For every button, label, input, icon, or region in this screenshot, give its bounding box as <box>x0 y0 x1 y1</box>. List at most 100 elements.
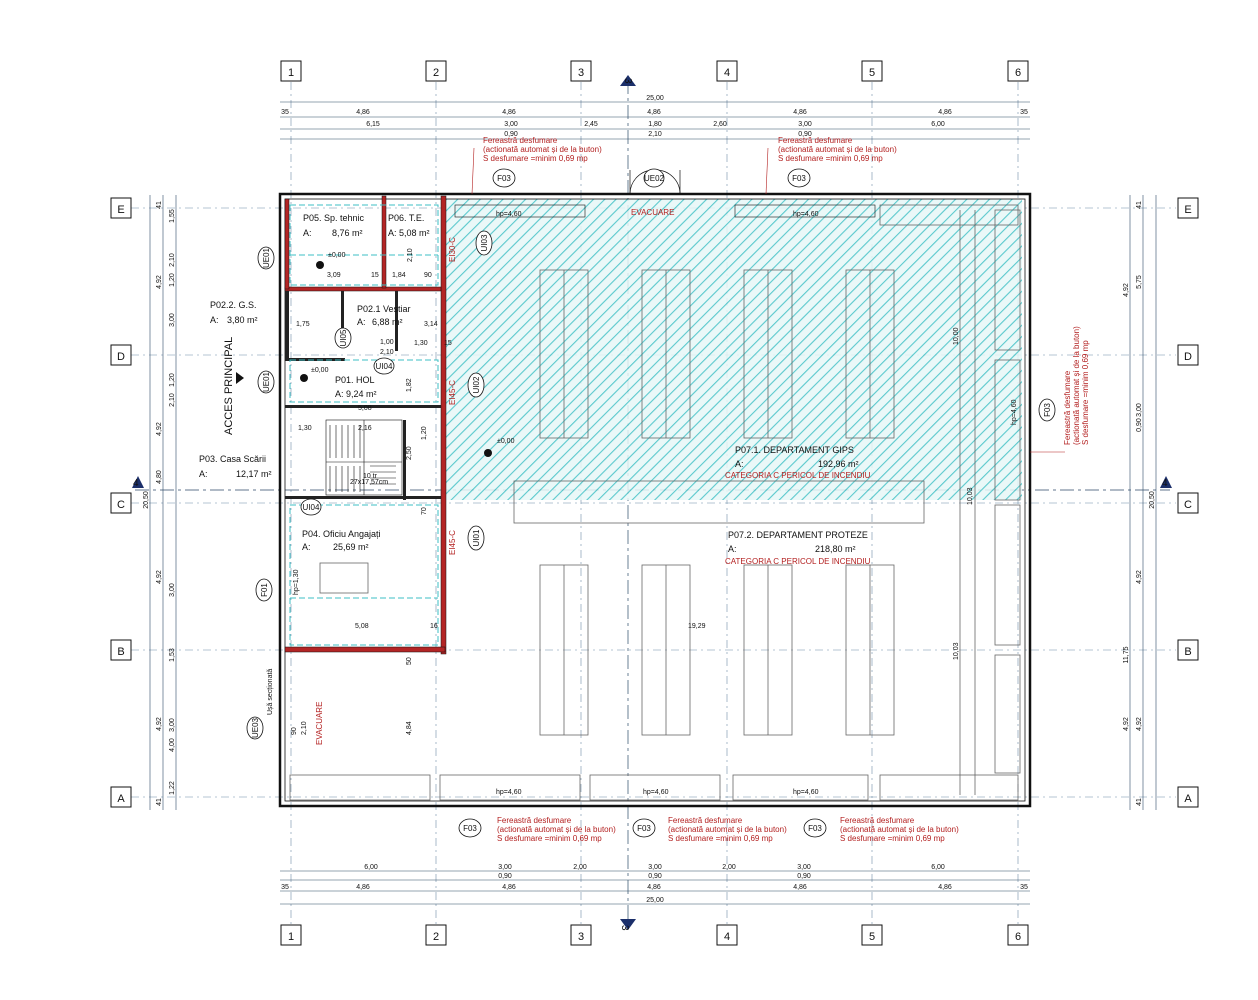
fire-door-ei45: EI45-C <box>448 380 457 405</box>
dim-right: 41 <box>1136 798 1143 806</box>
fire-rated-walls <box>284 195 447 655</box>
section-marker-right: 4 <box>1160 476 1172 489</box>
svg-text:5,08: 5,08 <box>358 405 372 412</box>
svg-text:5,08: 5,08 <box>355 623 369 630</box>
smoke-vent-note-bottom-3: Fereastră desfumare (actionată automat ș… <box>840 816 959 843</box>
dimension-lines-left <box>149 195 177 810</box>
building-outline <box>278 192 1032 808</box>
interior-walls <box>285 291 441 500</box>
dim-top: 2,45 <box>584 121 598 128</box>
svg-text:hp=4,60: hp=4,60 <box>643 789 669 796</box>
svg-text:±0,00: ±0,00 <box>311 367 329 374</box>
smoke-vent-note-bottom-1: Fereastră desfumare (actionată automat ș… <box>497 816 616 843</box>
dim-bottom: 3,00 <box>648 864 662 871</box>
room-p021-area-label: A: <box>357 317 366 327</box>
dim-left: 4,92 <box>156 717 163 731</box>
svg-text:S desfumare =minim 0,69 mp: S desfumare =minim 0,69 mp <box>668 834 773 843</box>
fire-door-ei30: EI30-C <box>448 237 457 262</box>
section-marker-top: 3 <box>620 75 636 86</box>
axis-markers-right <box>1177 197 1199 808</box>
dim-left: 4,92 <box>156 275 163 289</box>
svg-text:4: 4 <box>1162 478 1168 489</box>
dim-top: 2,10 <box>648 131 662 138</box>
axis-label-b-left: B <box>117 646 124 658</box>
room-p022-area: 3,80 m² <box>227 315 258 325</box>
fire-hazard-zone-hatch <box>445 199 1022 500</box>
dim-bottom: 3,00 <box>797 864 811 871</box>
axis-label-5-top: 5 <box>869 67 875 79</box>
axis-label-c-left: C <box>117 499 125 511</box>
room-p04-area: 25,69 m² <box>333 542 369 552</box>
tag-ue03: UE03 <box>251 717 260 738</box>
svg-text:Fereastră desfumare: Fereastră desfumare <box>497 816 572 825</box>
svg-text:(actionată automat și de la bu: (actionată automat și de la buton) <box>668 825 787 834</box>
dim-top: 35 <box>281 109 289 116</box>
axis-label-6-bottom: 6 <box>1015 931 1021 943</box>
svg-text:10,03: 10,03 <box>967 487 974 505</box>
dim-left: 4,80 <box>156 470 163 484</box>
svg-text:1,82: 1,82 <box>406 378 413 392</box>
fire-door-ei45: EI45-C <box>448 530 457 555</box>
dim-right: 11,75 <box>1123 646 1130 663</box>
room-p072-category: CATEGORIA C PERICOL DE INCENDIU <box>725 557 871 566</box>
room-p022-name: P02.2. G.S. <box>210 300 257 310</box>
svg-text:hp=4,60: hp=4,60 <box>793 789 819 796</box>
dim-left: 2,10 <box>169 393 176 407</box>
axis-label-e-right: E <box>1184 204 1191 216</box>
svg-text:S desfumare =minim 0,69 mp: S desfumare =minim 0,69 mp <box>840 834 945 843</box>
stairs <box>325 419 403 496</box>
svg-text:1,75: 1,75 <box>296 321 310 328</box>
dim-left: 2,10 <box>169 253 176 267</box>
dim-right: 3,00 <box>1136 403 1143 417</box>
dim-left: 4,92 <box>156 570 163 584</box>
axis-markers-left <box>110 197 132 808</box>
tag-ui05: UI05 <box>339 329 348 346</box>
svg-text:2,10: 2,10 <box>301 721 308 735</box>
dim-bottom: 0,90 <box>498 873 512 880</box>
room-p06-area: 5,08 m² <box>399 228 430 238</box>
svg-text:10,00: 10,00 <box>953 327 960 345</box>
tag-ue01: UE01 <box>262 247 271 268</box>
axis-label-1-bottom: 1 <box>288 931 294 943</box>
dim-bottom: 4,86 <box>502 884 516 891</box>
axis-markers-bottom <box>280 924 1029 946</box>
tag-bubbles <box>246 168 1056 838</box>
smoke-vent-note-top-right: Fereastră desfumare (actionată automat ș… <box>765 136 897 195</box>
svg-text:3,09: 3,09 <box>327 272 341 279</box>
dim-left: 1,55 <box>169 209 176 223</box>
dim-top: 0,90 <box>798 131 812 138</box>
svg-text:4: 4 <box>133 478 139 489</box>
svg-text:1,20: 1,20 <box>421 426 428 440</box>
room-p03-name: P03. Casa Scării <box>199 454 266 464</box>
partition-lines <box>289 204 439 646</box>
axis-label-2-top: 2 <box>433 67 439 79</box>
dim-top: 6,00 <box>931 121 945 128</box>
room-p05-name: P05. Sp. tehnic <box>303 213 365 223</box>
section-marker-bottom: 3 <box>619 919 636 931</box>
svg-text:Fereastră desfumare: Fereastră desfumare <box>483 136 558 145</box>
svg-text:Fereastră desfumare: Fereastră desfumare <box>668 816 743 825</box>
tag-f03: F03 <box>808 824 822 833</box>
smoke-vent-note-top-left: Fereastră desfumare (actionată automat ș… <box>471 136 602 195</box>
dim-top: 6,15 <box>366 121 380 128</box>
axis-label-a-right: A <box>1184 793 1192 805</box>
dim-left: 1,53 <box>169 648 176 662</box>
room-p072-name: P07.2. DEPARTAMENT PROTEZE <box>728 530 868 540</box>
svg-text:(actionată automat și de la bu: (actionată automat și de la buton) <box>497 825 616 834</box>
svg-text:S desfumare =minim 0,69 mp: S desfumare =minim 0,69 mp <box>778 154 883 163</box>
dim-bottom: 2,00 <box>722 864 736 871</box>
svg-text:Fereastră desfumare: Fereastră desfumare <box>1063 370 1072 445</box>
axis-label-3-bottom: 3 <box>578 931 584 943</box>
svg-text:1,84: 1,84 <box>392 272 406 279</box>
axis-markers-top <box>280 60 1029 82</box>
room-p071-area-label: A: <box>735 459 744 469</box>
entrance-arrow-icon <box>236 372 244 384</box>
svg-text:Fereastră desfumare: Fereastră desfumare <box>840 816 915 825</box>
evacuation-left-label: EVACUARE <box>315 702 324 745</box>
dim-left: 1,20 <box>169 373 176 387</box>
svg-text:2,10: 2,10 <box>407 248 414 262</box>
tag-f03: F03 <box>637 824 651 833</box>
room-p022-area-label: A: <box>210 315 219 325</box>
dim-right: 5,75 <box>1136 275 1143 289</box>
svg-text:hp=4,60: hp=4,60 <box>793 211 819 218</box>
